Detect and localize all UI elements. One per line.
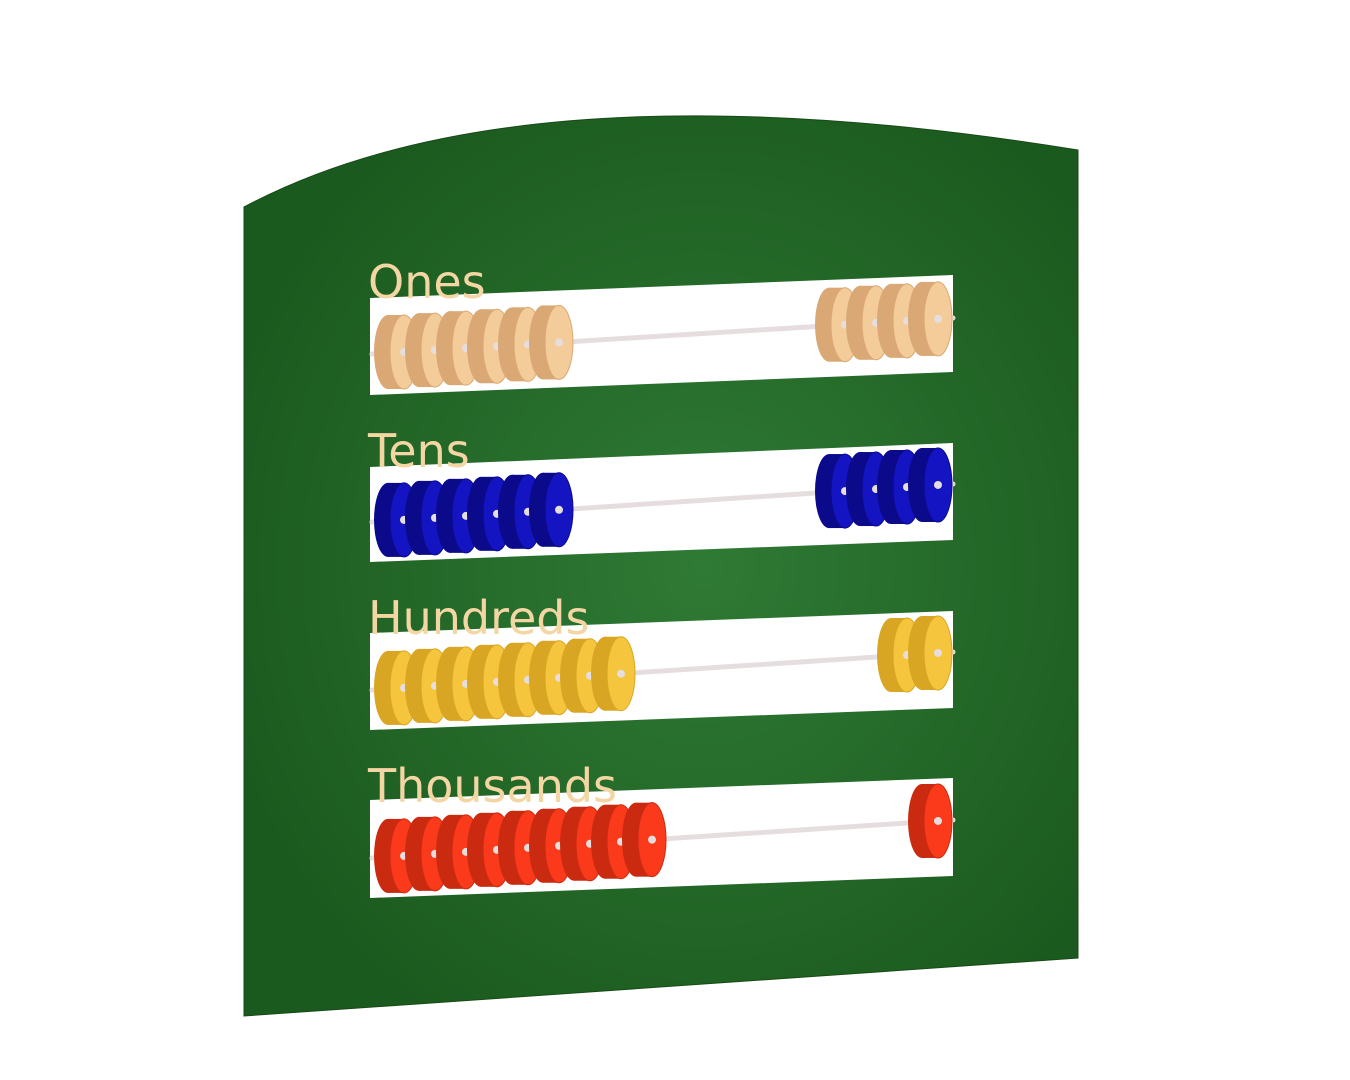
- beads-left[interactable]: [374, 304, 574, 390]
- row-label: Tens: [367, 424, 470, 478]
- row-label: Ones: [368, 255, 486, 309]
- row-hundreds: Hundreds: [368, 591, 956, 730]
- bead[interactable]: [498, 474, 543, 550]
- row-tens: Tens: [367, 424, 956, 562]
- row-label: Thousands: [367, 759, 617, 813]
- row-label: Hundreds: [368, 591, 589, 645]
- beads-right[interactable]: [815, 447, 953, 529]
- bead[interactable]: [908, 783, 953, 859]
- bead[interactable]: [877, 283, 922, 359]
- bead[interactable]: [622, 802, 667, 878]
- bead[interactable]: [908, 447, 953, 523]
- bead[interactable]: [908, 281, 953, 357]
- beads-right[interactable]: [908, 783, 953, 859]
- bead[interactable]: [591, 636, 636, 712]
- beads-left[interactable]: [374, 472, 574, 558]
- row-thousands: Thousands: [367, 759, 956, 898]
- beads-right[interactable]: [877, 615, 953, 693]
- row-ones: Ones: [368, 255, 956, 395]
- beads-left[interactable]: [374, 636, 636, 726]
- bead[interactable]: [908, 615, 953, 691]
- bead[interactable]: [529, 472, 574, 548]
- bead[interactable]: [560, 806, 605, 882]
- beads-right[interactable]: [815, 281, 953, 363]
- bead[interactable]: [529, 304, 574, 380]
- beads-left[interactable]: [374, 802, 667, 894]
